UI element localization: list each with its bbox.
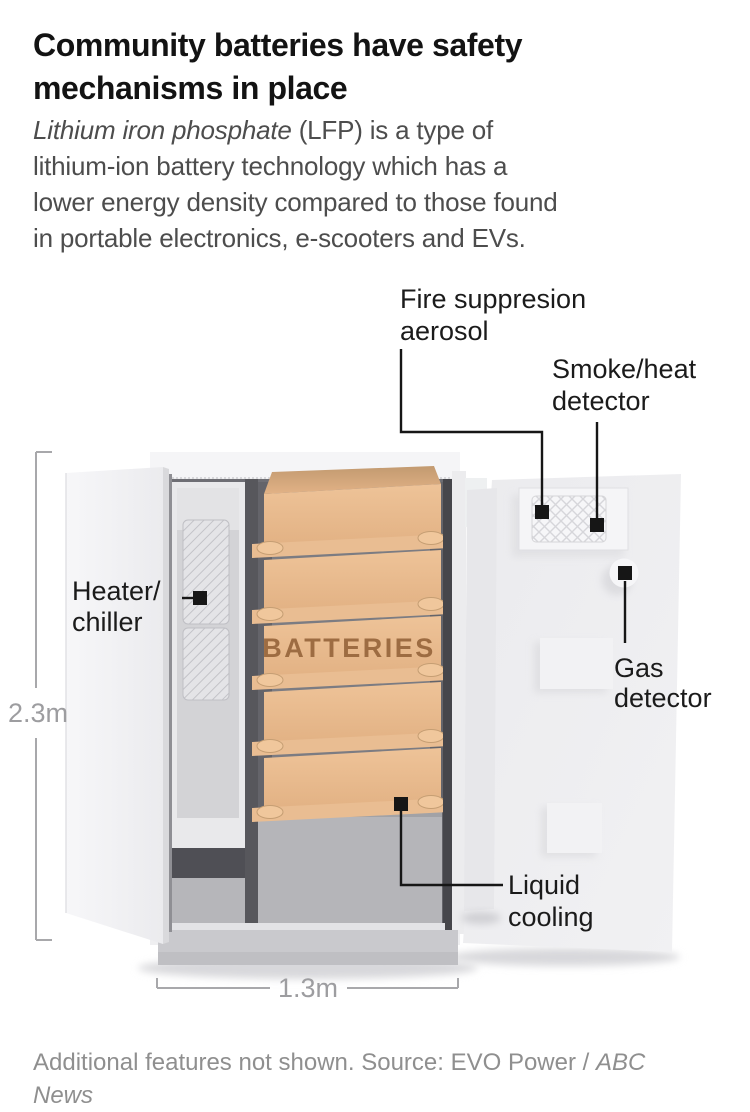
door-panel-lower xyxy=(541,803,602,857)
battery-module xyxy=(252,550,449,624)
gas-detector-label-line1: Gas xyxy=(614,653,664,683)
subtitle-italic-lead: Lithium iron phosphate xyxy=(33,115,292,145)
fire-suppression-label-line2: aerosol xyxy=(400,316,489,346)
right-door xyxy=(461,474,681,952)
leader-lines xyxy=(182,349,627,887)
liquid-cooling-label-line2: cooling xyxy=(508,902,594,932)
width-dimension: 1.3m xyxy=(156,973,459,1003)
battery-module xyxy=(252,682,449,756)
door-gap-seam xyxy=(443,479,452,931)
battery-module xyxy=(252,616,449,690)
smoke-heat-label-line2: detector xyxy=(552,386,650,416)
vent-housing xyxy=(512,487,629,557)
subtitle-line-1: Lithium iron phosphate (LFP) is a type o… xyxy=(33,115,494,145)
heater-chiller-label-line2: chiller xyxy=(72,607,143,637)
battery-module xyxy=(252,466,449,558)
subtitle: Lithium iron phosphate (LFP) is a type o… xyxy=(33,112,558,256)
heater-vent-panel-lower xyxy=(182,627,230,701)
heater-chiller-unit xyxy=(171,482,245,931)
vent-grille xyxy=(531,495,607,543)
liquid-cooling-label-line1: Liquid xyxy=(508,870,580,900)
liquid-cooling-base xyxy=(258,812,442,931)
door-panel-upper xyxy=(534,638,613,693)
height-dimension: 2.3m xyxy=(8,451,68,941)
source-footnote: Additional features not shown. Source: E… xyxy=(33,1046,693,1112)
left-door xyxy=(65,467,172,944)
fire-suppression-leader xyxy=(399,349,544,505)
fire-suppression-label-line1: Fire suppresion xyxy=(400,284,586,314)
footnote-text: Additional features not shown. Source: E… xyxy=(33,1049,596,1076)
liquid-cooling-marker xyxy=(394,797,408,811)
height-dimension-label: 2.3m xyxy=(8,698,68,728)
battery-stack: BATTERIES xyxy=(252,466,449,822)
subtitle-line-4: in portable electronics, e-scooters and … xyxy=(33,223,526,253)
footnote-source-italic: ABC News xyxy=(33,1049,646,1109)
title-line-1: Community batteries have safety xyxy=(33,27,523,63)
door-edge-rail xyxy=(464,488,497,911)
battery-cabinet-diagram: BATTERIES xyxy=(8,284,712,1003)
smoke-heat-label-line1: Smoke/heat xyxy=(552,354,697,384)
smoke-heat-marker xyxy=(590,518,604,532)
width-dimension-label: 1.3m xyxy=(278,973,338,1003)
subtitle-line-2: lithium-ion battery technology which has… xyxy=(33,151,508,181)
batteries-label: BATTERIES xyxy=(262,633,436,663)
title-line-2: mechanisms in place xyxy=(33,70,348,106)
liquid-cooling-leader xyxy=(399,811,503,887)
fire-suppression-marker xyxy=(535,505,549,519)
base-plinth xyxy=(158,930,458,965)
heater-chiller-label-line1: Heater/ xyxy=(72,576,161,606)
door-shadow xyxy=(450,948,680,966)
gas-detector-label-line2: detector xyxy=(614,683,712,713)
battery-module xyxy=(252,748,449,822)
heater-chiller-marker xyxy=(193,591,207,605)
subtitle-line-3: lower energy density compared to those f… xyxy=(33,187,558,217)
cabinet-right-wall xyxy=(452,471,466,934)
markers xyxy=(193,505,632,811)
gas-detector-marker xyxy=(618,566,632,580)
callout-labels: Fire suppresion aerosol Smoke/heat detec… xyxy=(72,284,712,932)
heater-vent-panel-upper xyxy=(182,519,230,625)
page-title: Community batteries have safety mechanis… xyxy=(33,24,523,110)
